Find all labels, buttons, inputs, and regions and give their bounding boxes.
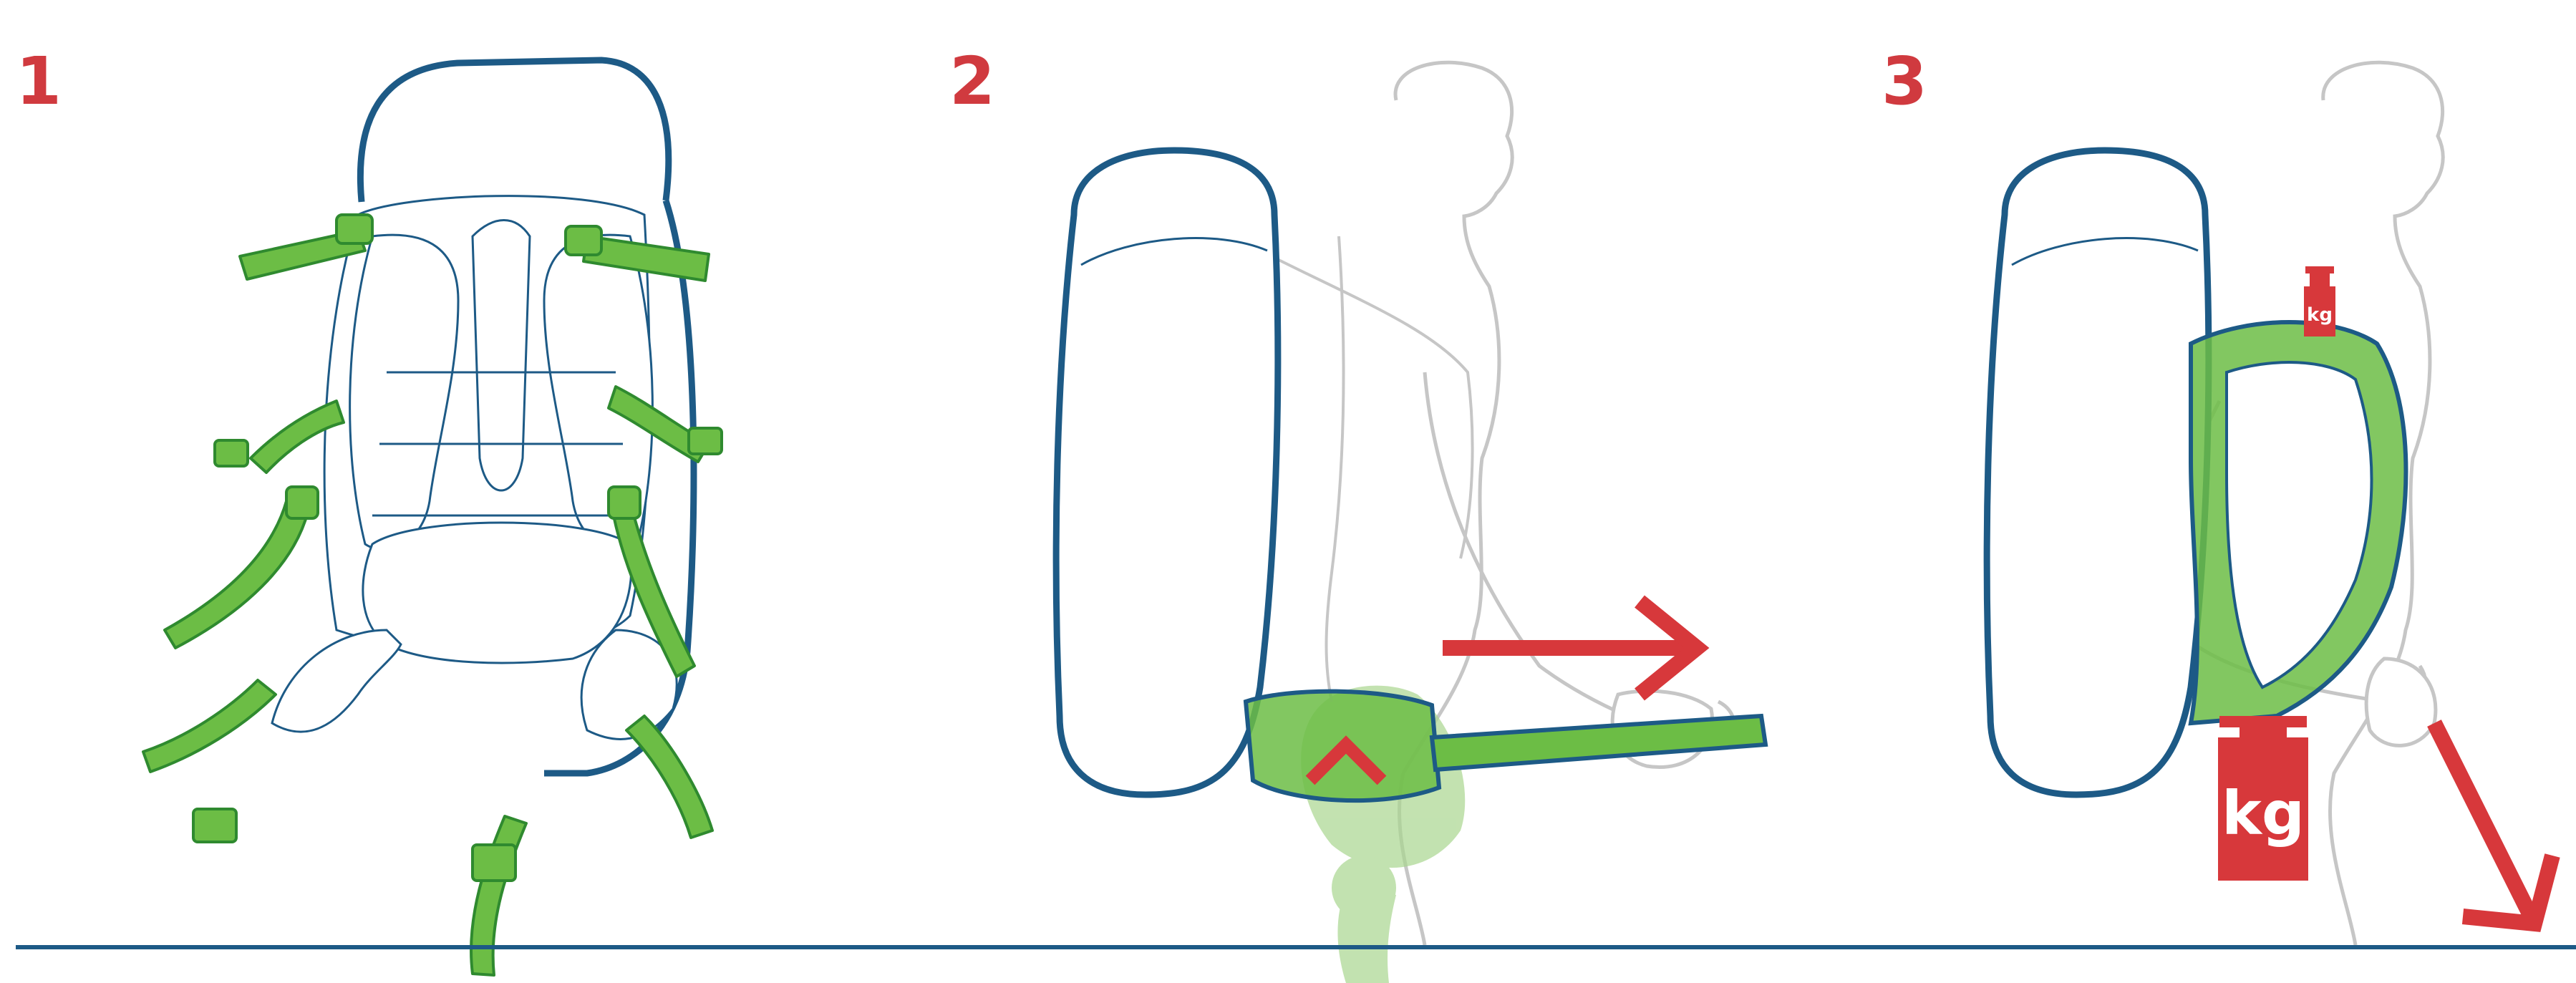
hip-belt-left-wing	[272, 630, 401, 732]
pull-arrow-icon	[1443, 601, 1697, 694]
large-weight-icon: kg	[2218, 716, 2308, 881]
hip-strap-right	[626, 716, 712, 838]
shoulder-harness	[1274, 258, 1473, 558]
backpack-side-outline-3	[1987, 150, 2209, 795]
spine	[1327, 236, 1344, 702]
buckle-side-left	[286, 487, 318, 518]
buckle-hip-center	[473, 845, 515, 881]
buckle-top-left	[336, 215, 372, 243]
lumbar-pad	[363, 523, 631, 663]
hip-belt-strap-center	[471, 816, 526, 975]
buckle-mid-right	[689, 428, 722, 454]
hip-strap-left	[143, 680, 276, 772]
buckle-side-right	[609, 487, 640, 518]
pull-down-arrow-icon	[2434, 723, 2552, 924]
backpack-side-outline	[1056, 150, 1278, 795]
side-strap-left-lower	[165, 501, 308, 648]
step-3-load-transfer: kg kg	[1987, 62, 2552, 945]
hip-belt-strap	[1432, 716, 1766, 770]
buckle-top-right	[566, 226, 601, 255]
small-weight-icon: kg	[2304, 266, 2335, 336]
femur-bone	[1337, 888, 1396, 983]
buckle-mid-left	[215, 440, 248, 466]
backpack-lid-outline	[360, 60, 668, 202]
spine-pad	[473, 221, 530, 491]
small-weight-label: kg	[2307, 304, 2333, 326]
buckle-hip-left	[193, 809, 236, 842]
hand-silhouette-3	[2366, 659, 2436, 745]
step-1-backpack-rear-view	[143, 60, 722, 975]
large-weight-label: kg	[2222, 778, 2305, 848]
step-2-hip-belt-adjust	[1056, 62, 1766, 983]
